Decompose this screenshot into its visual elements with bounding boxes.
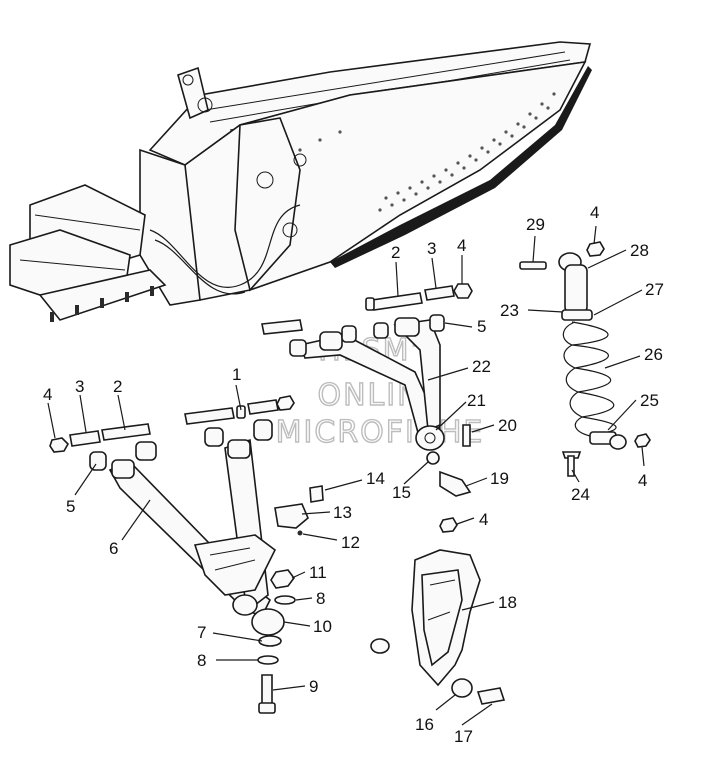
callout-3-lower: 3 xyxy=(75,377,84,396)
watermark-line-3: MICROFICHE xyxy=(276,415,485,450)
callout-10: 10 xyxy=(313,617,332,636)
callout-8-lower: 8 xyxy=(197,651,206,670)
callout-24: 24 xyxy=(571,485,590,504)
callout-28: 28 xyxy=(630,241,649,260)
callout-21: 21 xyxy=(467,391,486,410)
callout-16: 16 xyxy=(415,715,434,734)
callout-14: 14 xyxy=(366,469,385,488)
callout-15: 15 xyxy=(392,483,411,502)
callout-1: 1 xyxy=(232,365,241,384)
callout-4-upper: 4 xyxy=(457,236,466,255)
spindle xyxy=(370,549,506,705)
leader-lines xyxy=(47,225,645,726)
chassis-frame xyxy=(9,41,592,322)
bump-stop-assembly xyxy=(274,485,324,536)
callout-5-lower: 5 xyxy=(66,497,75,516)
callout-19: 19 xyxy=(490,469,509,488)
ball-joint-hardware xyxy=(257,569,296,714)
callout-4-shock-top: 4 xyxy=(590,203,599,222)
tie-rod-hardware xyxy=(426,424,472,533)
callout-2-upper: 2 xyxy=(391,243,400,262)
callout-12: 12 xyxy=(341,533,360,552)
shock-absorber xyxy=(519,241,651,477)
callout-labels: 1 2 2 3 3 4 4 4 4 4 5 5 6 7 8 8 9 10 11 … xyxy=(43,203,664,746)
callout-23: 23 xyxy=(500,301,519,320)
callout-4-shock-bottom: 4 xyxy=(638,471,647,490)
callout-6: 6 xyxy=(109,539,118,558)
callout-2-lower: 2 xyxy=(113,377,122,396)
callout-8-upper: 8 xyxy=(316,589,325,608)
callout-9: 9 xyxy=(309,677,318,696)
callout-5-upper: 5 xyxy=(477,317,486,336)
callout-20: 20 xyxy=(498,416,517,435)
lower-a-arm xyxy=(89,419,285,636)
callout-11: 11 xyxy=(309,563,327,582)
callout-26: 26 xyxy=(644,345,663,364)
callout-4-lower-left: 4 xyxy=(43,385,52,404)
callout-18: 18 xyxy=(498,593,517,612)
callout-27: 27 xyxy=(645,280,664,299)
lower-arm-hardware xyxy=(49,395,295,453)
callout-25: 25 xyxy=(640,391,659,410)
callout-22: 22 xyxy=(472,357,491,376)
upper-a-arm xyxy=(261,314,445,451)
callout-17: 17 xyxy=(454,727,473,746)
callout-29: 29 xyxy=(526,215,545,234)
callout-13: 13 xyxy=(333,503,352,522)
callout-3-upper: 3 xyxy=(427,239,436,258)
upper-arm-hardware xyxy=(365,283,473,311)
callout-7: 7 xyxy=(197,623,206,642)
callout-4-spindle: 4 xyxy=(479,510,488,529)
